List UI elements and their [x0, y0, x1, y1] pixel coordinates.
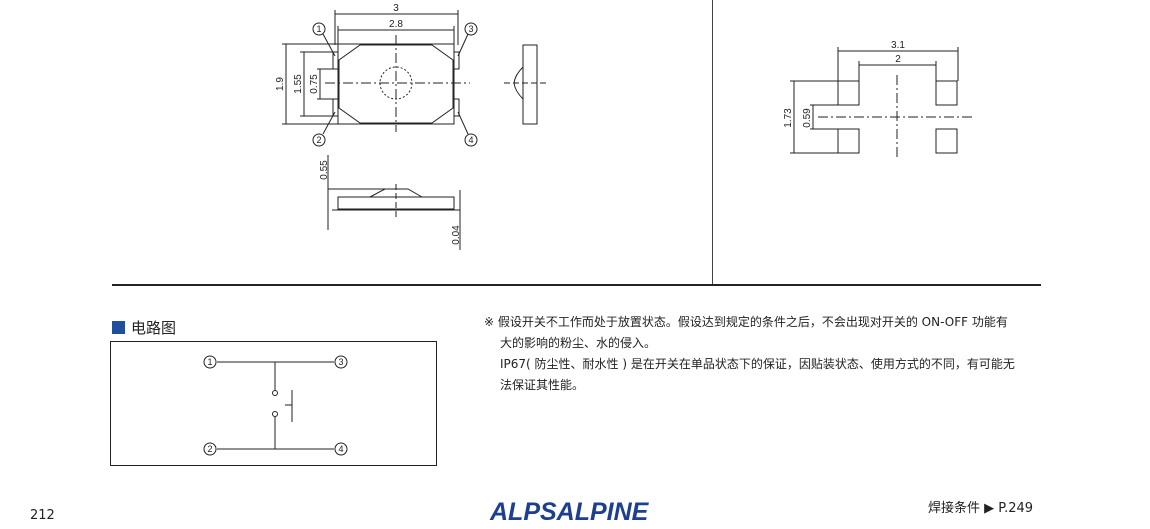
terminal-label-3: 3 — [468, 24, 473, 34]
land-dim-inner: 2 — [895, 54, 901, 65]
page-number: 212 — [30, 508, 55, 523]
circuit-diagram: 1 2 3 4 — [203, 355, 348, 456]
note-line: ※ 假设开关不工作而处于放置状态。假设达到规定的条件之后，不会出现对开关的 ON… — [484, 315, 1008, 329]
land-dim-outer: 3.1 — [891, 40, 905, 51]
dim-width-outer: 3 — [393, 3, 399, 14]
note-line: IP67( 防尘性、耐水性 ) 是在开关在单品状态下的保证，因贴装状态、使用方式… — [500, 357, 1015, 371]
dim-height: 1.9 — [275, 77, 286, 91]
circuit-terminal-1: 1 — [207, 357, 212, 367]
dim-terminal-width: 0.75 — [309, 74, 320, 94]
land-dim-height: 1.73 — [783, 108, 794, 128]
circuit-terminal-2: 2 — [207, 444, 212, 454]
dim-width-inner: 2.8 — [389, 19, 403, 30]
horizontal-divider — [112, 284, 1041, 286]
note-line: 法保证其性能。 — [500, 378, 585, 392]
terminal-label-1: 1 — [316, 24, 321, 34]
dim-standoff: 0.04 — [451, 225, 462, 245]
circuit-terminal-4: 4 — [338, 444, 343, 454]
notes: ※ 假设开关不工作而处于放置状态。假设达到规定的条件之后，不会出现对开关的 ON… — [484, 312, 1044, 396]
circuit-title: 电路图 — [131, 319, 177, 337]
terminal-label-4: 4 — [468, 135, 473, 145]
circuit-section-title: 电路图 — [112, 317, 176, 338]
section-marker-icon — [112, 321, 125, 334]
vertical-divider — [712, 0, 713, 284]
soldering-reference-link[interactable]: 焊接条件 ▶ P.249 — [928, 501, 1034, 516]
dim-terminal-pitch: 1.55 — [293, 74, 304, 94]
land-pattern-drawing: 3.1 2 1.73 0.59 — [783, 40, 975, 157]
land-dim-gap: 0.59 — [802, 108, 813, 128]
dim-height-side: 0.55 — [319, 160, 330, 180]
outline-drawing: 3 2.8 1.9 1.55 0.75 0.55 0.04 1 2 3 4 — [275, 3, 546, 250]
circuit-diagram-box: 1 2 3 4 — [110, 341, 437, 466]
brand-logo: ALPSALPINE — [490, 498, 649, 526]
terminal-label-2: 2 — [316, 135, 321, 145]
note-line: 大的影响的粉尘、水的侵入。 — [500, 336, 657, 350]
circuit-terminal-3: 3 — [338, 357, 343, 367]
